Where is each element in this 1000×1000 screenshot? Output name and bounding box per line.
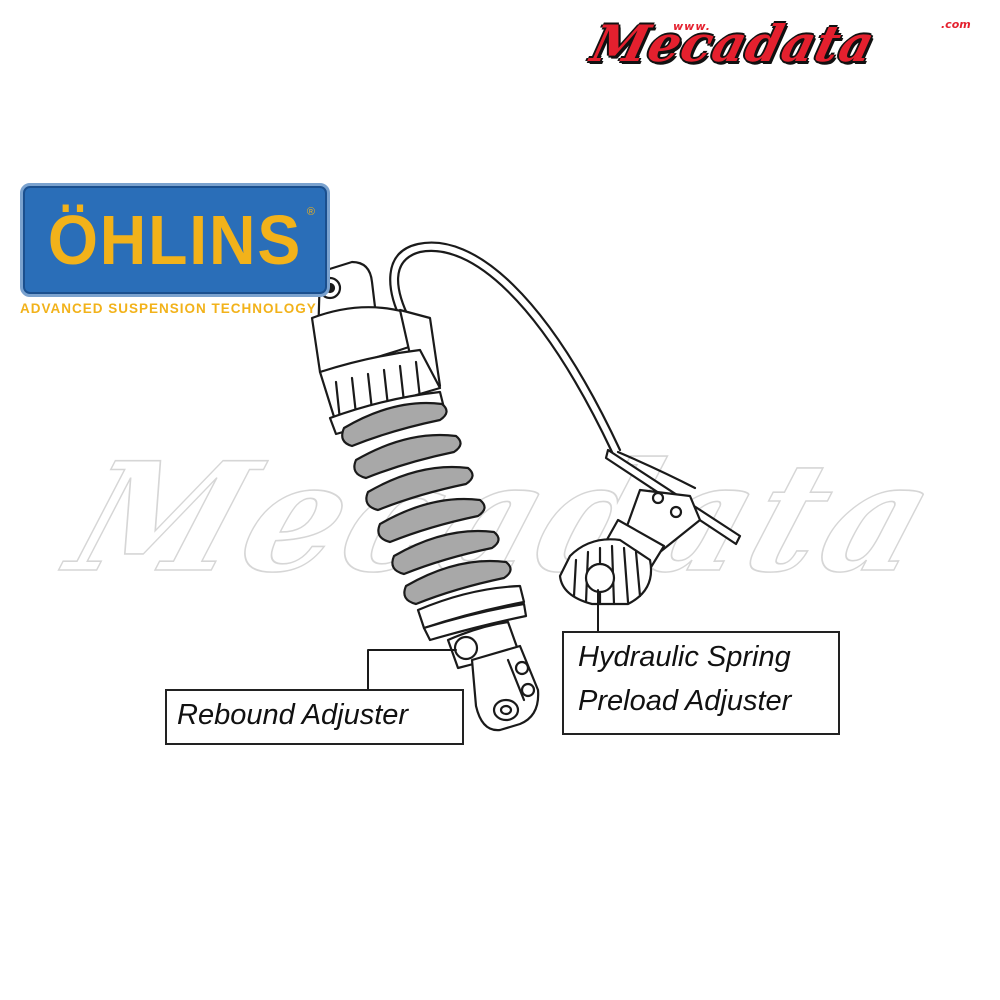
- preload-hose: [397, 249, 614, 454]
- rebound-adjuster-knob: [453, 635, 479, 661]
- coil-spring: [341, 401, 512, 606]
- preload-adjuster-label-line2: Preload Adjuster: [578, 685, 792, 717]
- mecadata-logo: Mecadata www. .com: [585, 8, 995, 73]
- ohlins-tagline: ADVANCED SUSPENSION TECHNOLOGY: [20, 301, 317, 316]
- preload-adjuster-label-line1: Hydraulic Spring: [578, 641, 791, 673]
- ohlins-logo-name: ÖHLINS: [47, 201, 303, 279]
- rebound-adjuster-label: Rebound Adjuster: [177, 699, 409, 731]
- rebound-adjuster-callout: Rebound Adjuster: [165, 689, 464, 745]
- rebound-leader-line: [367, 649, 457, 691]
- registered-mark: ®: [306, 206, 315, 218]
- mecadata-logo-www: www.: [673, 20, 711, 33]
- mecadata-logo-com: .com: [941, 18, 971, 31]
- mecadata-logo-name: Mecadata: [585, 14, 882, 73]
- ohlins-logo-badge: ÖHLINS ®: [20, 183, 330, 297]
- preload-adjuster-callout: Hydraulic Spring Preload Adjuster: [562, 631, 840, 735]
